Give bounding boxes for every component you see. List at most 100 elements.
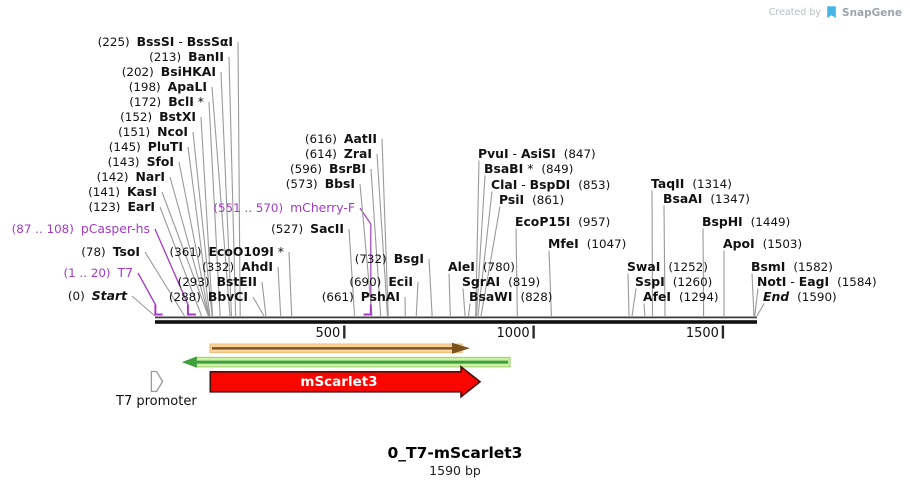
site-label-bsgi[interactable]: (732)BsgI xyxy=(354,251,424,266)
site-label-psii[interactable]: PsiI(861) xyxy=(499,192,565,207)
primer-bracket-t7[interactable] xyxy=(154,304,163,316)
site-label-sfoi[interactable]: (143)SfoI xyxy=(107,154,174,169)
site-label-bsteii[interactable]: (293)BstEII xyxy=(177,274,257,289)
site-label-tsoi[interactable]: (78)TsoI xyxy=(81,244,140,259)
site-label-sacii[interactable]: (527)SacII xyxy=(271,221,344,236)
site-label-apoi[interactable]: ApoI(1503) xyxy=(723,236,803,251)
site-label-apali[interactable]: (198)ApaLI xyxy=(128,79,207,94)
leader-line xyxy=(754,288,759,317)
leader-line xyxy=(428,258,433,317)
leader-line xyxy=(643,303,646,317)
leader-line xyxy=(348,228,356,317)
forward-read-arrowhead xyxy=(452,342,471,354)
leader-line xyxy=(208,101,221,317)
leader-line xyxy=(359,183,373,317)
snapgene-brand-text: SnapGene xyxy=(842,6,902,19)
t7-promoter-glyph[interactable] xyxy=(150,370,164,393)
site-label-eari[interactable]: (123)EarI xyxy=(88,199,155,214)
sequence-backbone[interactable] xyxy=(155,316,757,319)
leader-line xyxy=(220,71,233,317)
site-label-pcasper-hs[interactable]: (87 .. 108)pCasper-hs xyxy=(11,221,150,236)
leader-line xyxy=(475,160,480,317)
leader-line xyxy=(548,250,552,317)
leader-line xyxy=(187,146,211,317)
site-label-ecop15i[interactable]: EcoP15I(957) xyxy=(515,214,611,229)
site-label-ahdi[interactable]: (332)AhdI xyxy=(202,259,273,274)
leader-line xyxy=(627,273,630,317)
leader-line xyxy=(448,273,451,317)
site-label-bsmi[interactable]: BsmI(1582) xyxy=(751,259,833,274)
site-label-mcherry-f[interactable]: (551 .. 570)mCherry-F xyxy=(213,200,355,215)
site-label-bsabi[interactable]: BsaBI *(849) xyxy=(484,161,574,176)
site-label-bbsi[interactable]: (573)BbsI xyxy=(285,176,355,191)
site-label-bbvci[interactable]: (288)BbvCI xyxy=(168,289,248,304)
leader-line xyxy=(751,273,755,317)
site-label-bsphi[interactable]: BspHI(1449) xyxy=(702,214,791,229)
reverse-read-arrowhead xyxy=(181,356,197,368)
site-label-kasi[interactable]: (141)KasI xyxy=(88,184,157,199)
site-label-pvui-asisi[interactable]: PvuI - AsiSI(847) xyxy=(478,146,596,161)
leader-line xyxy=(178,161,210,317)
site-label-alei[interactable]: AleI(780) xyxy=(448,259,515,274)
leader-line xyxy=(462,288,466,317)
snapgene-watermark: Created by SnapGene xyxy=(769,6,902,19)
mscarlet3-feature-label[interactable]: mScarlet3 xyxy=(300,374,378,390)
primer-bracket-mcherry-f[interactable] xyxy=(363,304,372,316)
leader-line xyxy=(161,191,209,317)
leader-line xyxy=(756,303,765,317)
site-label-banii[interactable]: (213)BanII xyxy=(149,49,224,64)
leader-line xyxy=(154,228,189,305)
site-label-swai[interactable]: SwaI(1252) xyxy=(627,259,708,274)
site-label-bsawi[interactable]: BsaWI(828) xyxy=(469,289,553,304)
leader-line xyxy=(228,56,237,317)
leader-line xyxy=(144,251,186,317)
leader-line xyxy=(252,296,265,317)
site-label-ecii[interactable]: (690)EciI xyxy=(349,274,413,289)
leader-line xyxy=(663,205,666,317)
leader-line xyxy=(702,228,705,317)
site-label-ecoo109i[interactable]: (361)EcoO109I * xyxy=(169,244,284,259)
leader-line xyxy=(288,251,293,317)
leader-line xyxy=(381,138,389,317)
site-label-noti-eagi[interactable]: NotI - EagI(1584) xyxy=(757,274,877,289)
mscarlet3-cds-arrow[interactable] xyxy=(209,365,482,399)
ruler-number-500: 500 xyxy=(315,326,341,341)
site-label-start[interactable]: (0)Start xyxy=(67,288,127,303)
site-label-afei[interactable]: AfeI(1294) xyxy=(643,289,719,304)
leader-line xyxy=(200,116,214,317)
site-label-pshai[interactable]: (661)PshAI xyxy=(321,289,400,304)
site-label-sgrai[interactable]: SgrAI(819) xyxy=(462,274,541,289)
site-label-bsrbi[interactable]: (596)BsrBI xyxy=(290,161,366,176)
site-label-nari[interactable]: (142)NarI xyxy=(96,169,165,184)
leader-line xyxy=(211,86,231,317)
primer-bracket-pcasper-hs[interactable] xyxy=(186,304,196,316)
site-label-t7[interactable]: (1 .. 20)T7 xyxy=(63,265,133,280)
snapgene-logo-icon xyxy=(827,6,836,18)
sequence-length: 1590 bp xyxy=(429,463,481,478)
site-label-clai-bspdi[interactable]: ClaI - BspDI(853) xyxy=(491,177,611,192)
leader-line xyxy=(467,303,471,317)
t7-promoter-feature-label[interactable]: T7 promoter xyxy=(116,394,197,409)
ruler-number-1000: 1000 xyxy=(496,326,530,341)
site-label-bsaai[interactable]: BsaAI(1347) xyxy=(663,191,750,206)
site-label-bsihkai[interactable]: (202)BsiHKAI xyxy=(121,64,216,79)
site-label-bstxi[interactable]: (152)BstXI xyxy=(120,109,196,124)
site-label-aatii[interactable]: (616)AatII xyxy=(304,131,377,146)
leader-line xyxy=(169,176,210,317)
sequence-backbone[interactable] xyxy=(155,320,757,324)
leader-line xyxy=(477,191,493,317)
site-label-pluti[interactable]: (145)PluTI xyxy=(108,139,183,154)
leader-line xyxy=(137,272,156,305)
site-label-sspi[interactable]: SspI(1260) xyxy=(635,274,713,289)
leader-line xyxy=(131,295,156,317)
leader-line xyxy=(237,41,241,317)
site-label-ncoi[interactable]: (151)NcoI xyxy=(118,124,188,139)
site-label-taqii[interactable]: TaqII(1314) xyxy=(651,176,732,191)
site-label-zrai[interactable]: (614)ZraI xyxy=(304,146,372,161)
site-label-bcli[interactable]: (172)BclI * xyxy=(129,94,204,109)
site-label-bsssi-bsss-i[interactable]: (225)BssSI - BssSαI xyxy=(97,34,233,49)
site-label-end[interactable]: End(1590) xyxy=(763,289,837,304)
site-label-mfei[interactable]: MfeI(1047) xyxy=(548,236,627,251)
leader-line xyxy=(415,281,419,317)
leader-line xyxy=(480,206,501,317)
